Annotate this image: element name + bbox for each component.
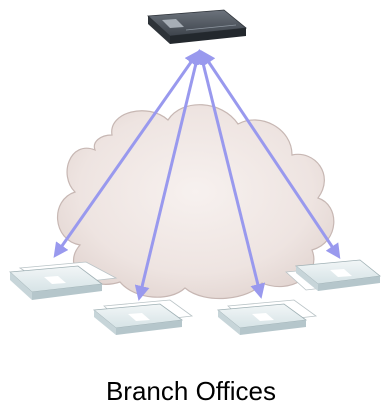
branch-router-4-icon (285, 259, 381, 291)
link-to-branch-4 (200, 50, 341, 259)
links (53, 49, 341, 301)
link-to-branch-2 (134, 49, 204, 301)
branch-offices-label: Branch Offices (105, 376, 277, 406)
branch-router-2-icon (92, 299, 194, 335)
hub-router-icon (147, 9, 247, 44)
branch-router-3-icon (216, 299, 318, 335)
branch-router-1-icon (9, 261, 118, 300)
